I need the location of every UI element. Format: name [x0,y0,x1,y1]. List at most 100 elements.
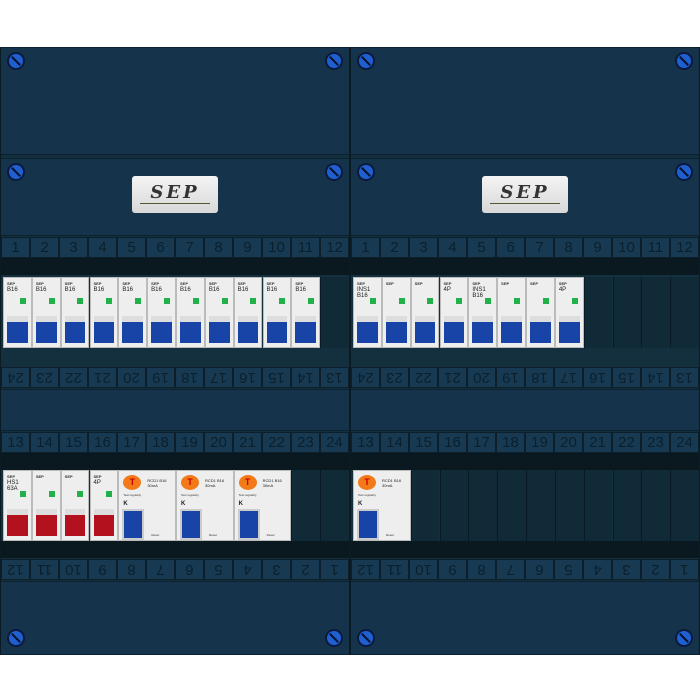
screw-icon[interactable] [675,163,693,181]
screw-icon[interactable] [675,52,693,70]
test-label: Test regularly [181,493,199,497]
rating-label: B16 [64,287,76,293]
test-button[interactable]: T [181,475,199,490]
screw-icon[interactable] [7,52,25,70]
isolator-pole[interactable]: SEP [497,277,526,348]
screw-icon[interactable] [7,163,25,181]
toggle-handle[interactable] [7,316,28,343]
brand-label: SEP [266,281,275,286]
screw-icon[interactable] [357,629,375,647]
toggle-handle[interactable] [530,316,551,343]
screw-icon[interactable] [357,163,375,181]
toggle-handle[interactable] [208,316,230,343]
empty-slot [291,470,321,541]
slot-number: 17 [554,367,583,388]
test-button[interactable]: T [123,475,142,490]
toggle-handle[interactable] [357,509,379,540]
slot-number: 17 [204,367,233,388]
slot-number: 23 [30,367,59,388]
slot-number: 8 [204,237,233,258]
test-button[interactable]: T [238,475,257,490]
slot-number: 16 [438,432,467,453]
toggle-handle[interactable] [385,316,407,343]
toggle-handle[interactable] [472,316,494,343]
toggle-handle[interactable] [266,316,288,343]
slot-number: 10 [612,237,641,258]
toggle-handle[interactable] [93,316,115,343]
screw-icon[interactable] [325,629,343,647]
toggle-handle[interactable] [64,316,86,343]
toggle-handle[interactable] [295,316,317,343]
toggle-handle[interactable] [122,509,145,540]
slot-number: 6 [525,559,554,580]
test-button[interactable]: T [358,475,376,490]
slot-number: 1 [670,559,699,580]
toggle-handle[interactable] [357,316,378,343]
screw-icon[interactable] [7,629,25,647]
slot-number: 14 [641,367,670,388]
empty-slot [583,277,613,348]
toggle-handle[interactable] [237,509,260,540]
isolator-pole[interactable]: SEP [526,277,555,348]
toggle-handle[interactable] [414,316,436,343]
empty-slot [526,470,555,541]
toggle-handle[interactable] [443,316,465,343]
toggle-handle[interactable] [35,509,57,536]
rating-label: 4P [443,287,451,293]
toggle-handle[interactable] [237,316,259,343]
slot-number: 3 [612,559,641,580]
toggle-handle[interactable] [501,316,522,343]
slot-number: 5 [467,237,496,258]
slot-number: 12 [1,559,30,580]
toggle-handle[interactable] [93,509,115,536]
blank-panel [1,389,349,431]
main-switch-pole[interactable]: SEP [60,470,90,541]
isolator-pole[interactable]: SEP [410,277,440,348]
main-switch-pole[interactable]: SEP [31,470,61,541]
toggle-handle[interactable] [180,509,202,540]
toggle-handle[interactable] [558,316,580,343]
screw-icon[interactable] [357,52,375,70]
slot-number: 18 [525,367,554,388]
slot-number: 21 [233,432,262,453]
slot-number: 19 [146,367,175,388]
toggle-handle[interactable] [151,316,172,343]
screw-icon[interactable] [325,52,343,70]
toggle-handle[interactable] [64,509,86,536]
din-rail [1,258,349,275]
slot-number: 19 [175,432,204,453]
screw-icon[interactable] [675,629,693,647]
status-indicator [513,298,520,304]
brand-label: SEP [414,281,423,286]
toggle-handle[interactable] [122,316,144,343]
toggle-handle[interactable] [180,316,201,343]
isolator-pole[interactable]: SEP [381,277,411,348]
screw-icon[interactable] [325,163,343,181]
toggle-handle[interactable] [35,316,57,343]
toggle-handle[interactable] [7,509,28,536]
